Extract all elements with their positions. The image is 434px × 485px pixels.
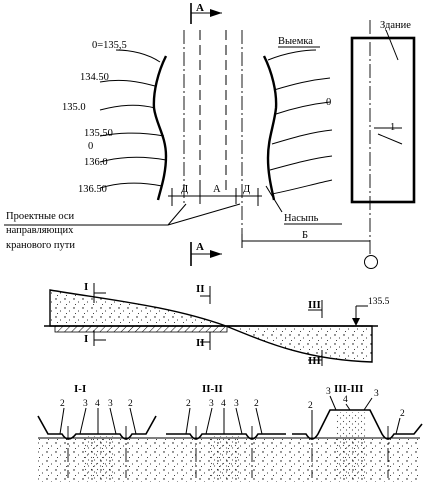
section-a-marker-top: А — [190, 2, 222, 24]
dim-a: А — [213, 184, 221, 195]
contour-label-1: 134.50 — [80, 72, 109, 83]
design-axes-line-1: Проектные оси — [6, 211, 75, 222]
contour-right-zero-label: 0 — [326, 97, 331, 108]
profile-mark-3-bottom: III — [308, 355, 321, 367]
profile-mark-3-top: III — [308, 299, 321, 311]
building-outline — [350, 36, 416, 204]
s3-label-5: 2 — [400, 409, 405, 419]
section-1-profile — [37, 415, 157, 440]
longitudinal-profile: I I II II III III 135.5 — [44, 281, 390, 367]
section-title-2: II-II — [202, 383, 223, 395]
profile-elevation-label: 135.5 — [368, 297, 390, 307]
s2-label-5: 2 — [254, 399, 259, 409]
contour-leaders-right — [267, 49, 333, 195]
dimension-d-a-d: Д А Д — [168, 184, 262, 206]
contour-leaders-left — [99, 49, 167, 189]
axis-bubble — [364, 255, 378, 269]
elevation-zero-label: 0=135,5 — [92, 40, 127, 51]
s2-label-3: 4 — [221, 399, 226, 409]
profile-mark-2-top: II — [196, 283, 205, 295]
dim-b: Б — [302, 230, 308, 241]
s1-label-2: 3 — [83, 399, 88, 409]
dim-d-left: Д — [181, 184, 188, 195]
contour-label-3: 135.50 — [84, 128, 113, 139]
excavation-boundary-right — [262, 55, 278, 201]
s3-label-1: 3 — [326, 387, 331, 397]
section-title-3: III-III — [334, 383, 363, 395]
building-label: Здание — [380, 20, 411, 31]
s3-label-2: 4 — [343, 395, 348, 405]
fill-leader — [265, 185, 283, 213]
profile-mark-1-bottom: I — [84, 333, 88, 345]
profile-mark-1-top: I — [84, 281, 88, 293]
profile-hatched-layer — [54, 325, 228, 333]
section-a-label-top: А — [196, 2, 204, 14]
section-a-marker-bottom: А — [190, 241, 222, 266]
s2-label-2: 3 — [209, 399, 214, 409]
excavation-boundary-left — [152, 55, 168, 201]
plan-view: А 0=135,5 134.50 135.0 135.50 0 136.0 13… — [4, 2, 416, 269]
profile-excavation-right — [225, 325, 373, 363]
cross-section-2: II-II 2 3 4 3 2 — [166, 383, 290, 482]
cross-section-3: III-III 3 4 3 2 2 — [290, 383, 423, 482]
s3-label-4: 2 — [308, 401, 313, 411]
profile-fill-left — [49, 289, 227, 327]
profile-mark-2-bottom: II — [196, 337, 205, 349]
cross-section-1: I-I 2 3 4 3 2 — [37, 383, 166, 482]
contour-label-2: 135.0 — [62, 102, 86, 113]
design-axes-line-2: направляющих — [6, 225, 74, 236]
contour-label-6: 136.50 — [78, 184, 107, 195]
s1-label-4: 3 — [108, 399, 113, 409]
design-axes-line-3: кранового пути — [6, 240, 75, 251]
contour-label-4: 0 — [88, 141, 93, 152]
dim-d-right: Д — [243, 184, 250, 195]
fill-label: Насыпь — [284, 213, 319, 224]
s2-label-4: 3 — [234, 399, 239, 409]
excavation-label: Выемка — [278, 36, 313, 47]
s3-label-3: 3 — [374, 389, 379, 399]
section-title-1: I-I — [74, 383, 86, 395]
contour-label-5: 136.0 — [84, 157, 108, 168]
dimension-b: Б — [241, 230, 370, 248]
s1-label-5: 2 — [128, 399, 133, 409]
section-a-label-bottom: А — [196, 241, 204, 253]
s2-label-1: 2 — [186, 399, 191, 409]
s1-label-3: 4 — [95, 399, 100, 409]
s1-label-1: 2 — [60, 399, 65, 409]
